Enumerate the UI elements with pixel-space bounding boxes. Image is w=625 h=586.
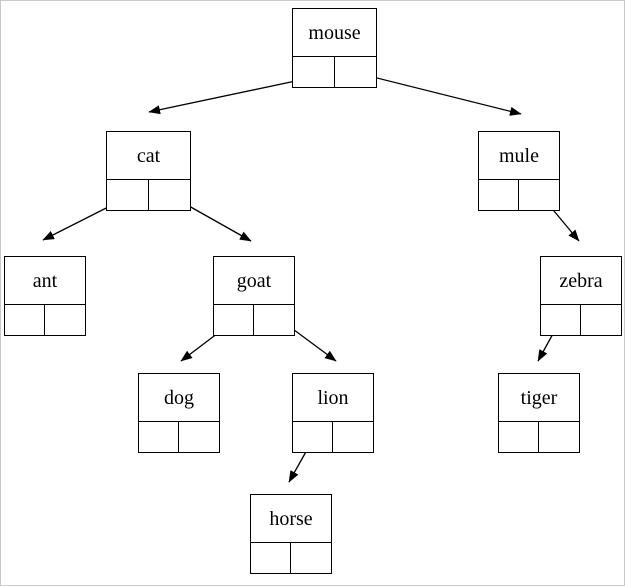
tree-node-lion[interactable]: lion (292, 373, 374, 453)
tree-node-zebra[interactable]: zebra (540, 256, 622, 336)
node-pointers-mule (479, 180, 559, 210)
node-left-pointer-mule (479, 180, 519, 210)
node-left-pointer-horse (251, 543, 291, 573)
node-pointers-zebra (541, 305, 621, 335)
node-left-pointer-mouse (293, 57, 335, 87)
node-left-pointer-zebra (541, 305, 581, 335)
tree-node-dog[interactable]: dog (138, 373, 220, 453)
node-left-pointer-goat (214, 305, 254, 335)
node-right-pointer-tiger (539, 422, 579, 452)
node-label-ant: ant (5, 257, 85, 305)
node-right-pointer-mouse (335, 57, 377, 87)
node-right-pointer-lion (333, 422, 373, 452)
node-label-zebra: zebra (541, 257, 621, 305)
node-pointers-dog (139, 422, 219, 452)
node-pointers-cat (107, 180, 190, 210)
node-left-pointer-tiger (499, 422, 539, 452)
tree-node-goat[interactable]: goat (213, 256, 295, 336)
node-right-pointer-ant (45, 305, 85, 335)
tree-node-ant[interactable]: ant (4, 256, 86, 336)
node-pointers-mouse (293, 57, 376, 87)
node-label-dog: dog (139, 374, 219, 422)
node-right-pointer-zebra (581, 305, 621, 335)
node-label-horse: horse (251, 495, 331, 543)
node-pointers-tiger (499, 422, 579, 452)
tree-edge-mouse-mule (360, 73, 522, 116)
node-left-pointer-dog (139, 422, 179, 452)
node-label-mule: mule (479, 132, 559, 180)
tree-node-horse[interactable]: horse (250, 494, 332, 574)
node-right-pointer-dog (179, 422, 219, 452)
node-left-pointer-lion (293, 422, 333, 452)
node-right-pointer-goat (254, 305, 294, 335)
node-label-lion: lion (293, 374, 373, 422)
node-label-tiger: tiger (499, 374, 579, 422)
node-right-pointer-cat (149, 180, 191, 210)
node-label-cat: cat (107, 132, 190, 180)
tree-node-mouse[interactable]: mouse (292, 8, 377, 88)
node-label-goat: goat (214, 257, 294, 305)
node-pointers-ant (5, 305, 85, 335)
tree-node-cat[interactable]: cat (106, 131, 191, 211)
tree-node-mule[interactable]: mule (478, 131, 560, 211)
node-right-pointer-mule (519, 180, 559, 210)
node-label-mouse: mouse (293, 9, 376, 57)
node-left-pointer-ant (5, 305, 45, 335)
tree-node-tiger[interactable]: tiger (498, 373, 580, 453)
node-pointers-goat (214, 305, 294, 335)
node-pointers-horse (251, 543, 331, 573)
tree-edge-mouse-cat (148, 78, 306, 115)
node-right-pointer-horse (291, 543, 331, 573)
node-pointers-lion (293, 422, 373, 452)
node-left-pointer-cat (107, 180, 149, 210)
